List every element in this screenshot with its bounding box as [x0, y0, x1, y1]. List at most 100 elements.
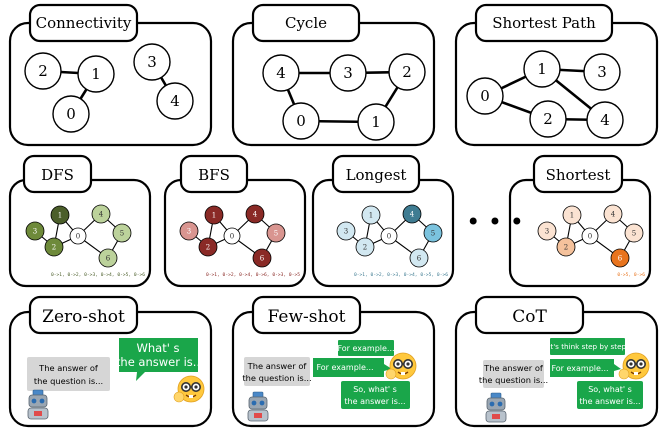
example-bubble-2: For example...	[313, 358, 392, 377]
graph-node: 2	[556, 237, 576, 257]
traversal-path: 0->1, 0->2, 0->3, 0->4, 0->5, 0->6	[354, 272, 448, 278]
svg-text:3: 3	[545, 228, 549, 236]
graph-node: 4	[156, 82, 194, 120]
svg-text:1: 1	[537, 60, 547, 78]
svg-text:4: 4	[253, 211, 258, 219]
svg-text:1: 1	[570, 212, 574, 220]
panel-title: Shortest	[546, 166, 611, 184]
panel-title: DFS	[41, 166, 74, 184]
svg-text:2: 2	[543, 110, 553, 128]
graph-node: 6	[610, 248, 630, 268]
traversal-path: 0->1, 0->2, 0->4, 0->6, 0->3, 0->5	[206, 272, 300, 278]
graph-node: 2	[388, 53, 426, 91]
graph-node: 3	[336, 221, 356, 241]
svg-text:The answer of: The answer of	[247, 361, 308, 371]
svg-text:2: 2	[564, 244, 568, 252]
svg-text:0: 0	[296, 112, 306, 130]
svg-text:2: 2	[38, 62, 48, 80]
svg-text:3: 3	[147, 53, 157, 71]
svg-text:The answer of: The answer of	[38, 363, 99, 373]
graph-node: 4	[402, 204, 422, 224]
svg-text:6: 6	[417, 255, 422, 263]
svg-text:0: 0	[480, 87, 490, 105]
panel-cot: CoT The answer of the question is... Let…	[454, 295, 659, 428]
panel-title: Longest	[346, 166, 407, 184]
graph-node: 0	[581, 227, 599, 245]
svg-text:the question is...: the question is...	[34, 376, 103, 386]
graph-node: 6	[409, 248, 429, 268]
ellipsis: • • •	[466, 208, 524, 236]
graph-node: 3	[583, 53, 621, 91]
graph-node: 4	[586, 101, 624, 139]
panel-title: Few-shot	[268, 307, 346, 327]
panel-shortest-path: Shortest Path 0 1 3 2 4	[454, 3, 659, 147]
panel-cycle: Cycle 4 3 2 0 1	[231, 3, 436, 147]
graph-node: 2	[355, 237, 375, 257]
graph-node: 3	[133, 43, 171, 81]
graph-node: 0	[69, 227, 87, 245]
svg-text:6: 6	[618, 255, 623, 263]
panel-title-tab	[22, 154, 93, 194]
svg-text:the question is...: the question is...	[242, 373, 311, 383]
graph-node: 1	[562, 205, 582, 225]
svg-text:So, what' s: So, what' s	[588, 385, 632, 394]
svg-text:5: 5	[274, 230, 278, 238]
panel-title: CoT	[512, 307, 547, 327]
svg-text:0: 0	[387, 233, 391, 241]
panel-title: Zero-shot	[42, 307, 125, 327]
svg-text:4: 4	[611, 211, 616, 219]
panel-title-tab	[474, 295, 585, 335]
graph-node: 3	[329, 54, 367, 92]
graph-node: 1	[204, 205, 224, 225]
svg-text:For example...: For example...	[337, 344, 394, 353]
svg-text:4: 4	[410, 211, 415, 219]
graph-node: 5	[266, 223, 286, 243]
svg-text:6: 6	[106, 255, 111, 263]
graph-node: 0	[52, 95, 90, 133]
panel-title-tab	[251, 3, 361, 43]
graph-node: 0	[223, 227, 241, 245]
svg-text:For example...: For example...	[316, 363, 373, 372]
graph-node: 0	[380, 227, 398, 245]
graph-node: 3	[25, 221, 45, 241]
svg-text:0: 0	[76, 233, 80, 241]
svg-text:2: 2	[402, 63, 412, 81]
svg-text:6: 6	[260, 255, 265, 263]
svg-text:5: 5	[431, 230, 435, 238]
graph-node: 1	[523, 50, 561, 88]
svg-text:0: 0	[230, 233, 234, 241]
panel-title: Cycle	[285, 14, 327, 32]
panel-title-tab	[28, 295, 139, 335]
panel-title-tab	[251, 295, 362, 335]
graph-node: 0	[282, 102, 320, 140]
algorithm-row: DFS 1 4 3 0 5 2 6 0->1, 0->2, 0->3, 0->4, 0->5, …	[8, 154, 652, 288]
graph-node: 5	[624, 223, 644, 243]
svg-text:3: 3	[597, 63, 607, 81]
panel-title-tab	[474, 3, 614, 43]
svg-text:1: 1	[91, 65, 101, 83]
graph-node: 4	[245, 204, 265, 224]
svg-text:0: 0	[66, 105, 76, 123]
svg-text:the answer is..: the answer is..	[116, 355, 200, 369]
graph-node: 4	[91, 204, 111, 224]
svg-text:the answer is...: the answer is...	[579, 397, 640, 406]
graph-node: 6	[252, 248, 272, 268]
svg-text:0: 0	[588, 233, 592, 241]
panel-connectivity: Connectivity 2 1 0 3 4	[8, 3, 213, 147]
graph-node: 2	[198, 237, 218, 257]
panel-title-tab	[331, 154, 421, 194]
graph-node: 5	[112, 223, 132, 243]
graph-node: 1	[357, 103, 395, 141]
graph-node: 0	[466, 77, 504, 115]
svg-text:4: 4	[170, 92, 180, 110]
svg-text:5: 5	[632, 230, 636, 238]
svg-text:What' s: What' s	[136, 341, 179, 355]
svg-text:3: 3	[33, 228, 37, 236]
graph-node: 2	[44, 237, 64, 257]
example-bubble: For example...	[550, 359, 621, 377]
svg-text:The answer of: The answer of	[483, 363, 544, 373]
